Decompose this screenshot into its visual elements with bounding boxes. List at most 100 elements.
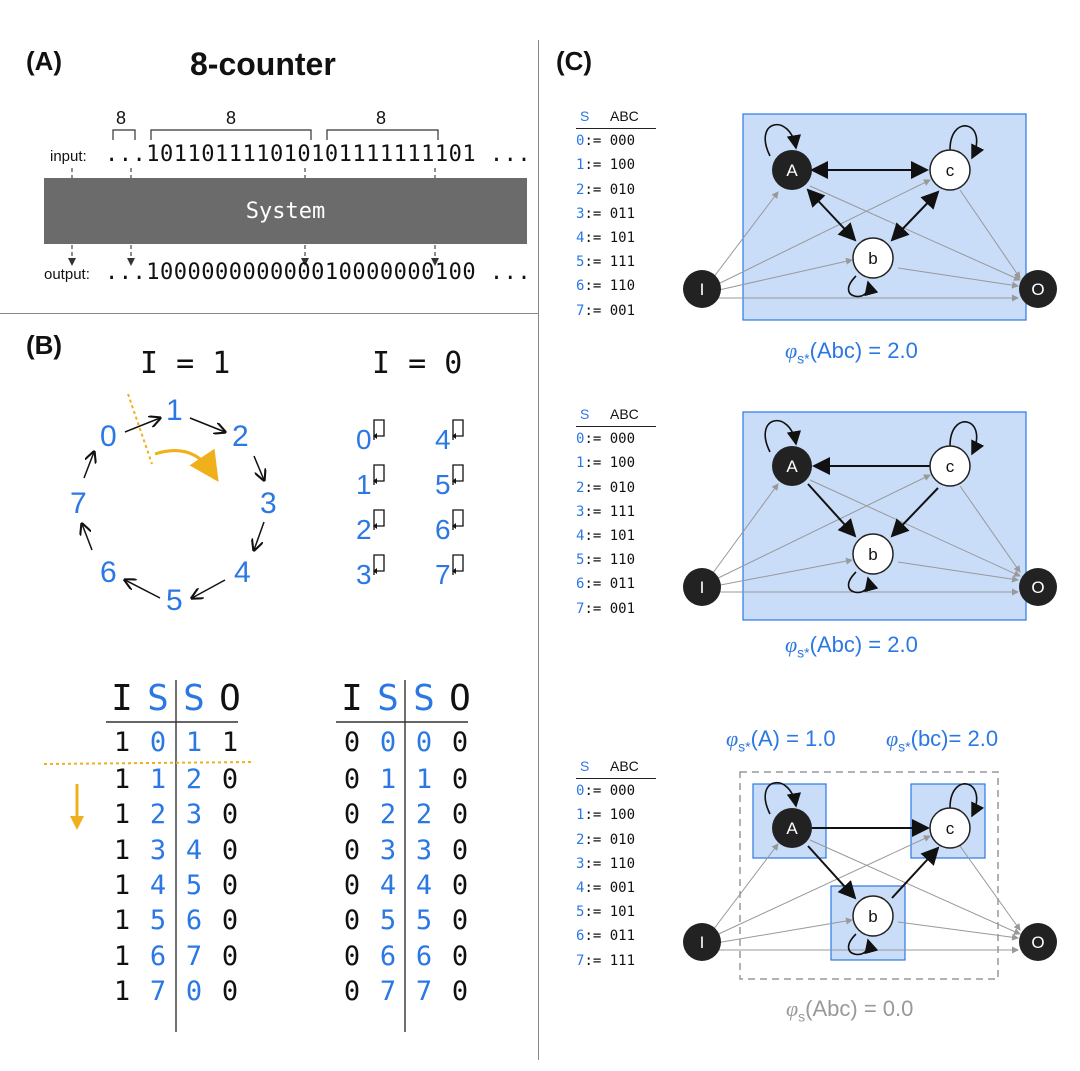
table-cell: 0 [343,905,361,937]
brace-1 [112,129,136,140]
state-table-row: 3:= 111 [576,500,656,524]
state-table-row: 5:= 101 [576,900,656,924]
state-index: 1 [576,807,585,824]
state-header-abc: ABC [610,758,639,774]
state-index: 3 [576,503,585,520]
cycle-state-3: 3 [260,487,277,520]
panel-c-label: (C) [556,46,593,76]
state-index: 4 [576,230,585,247]
table-cell: 0 [451,834,469,866]
brace-3 [326,129,439,140]
cycle-arrow-3-4 [254,521,265,550]
phi-value-3a: φs*(A) = 1.0 [726,726,836,755]
cycle-arrow-0-1 [124,418,160,433]
brace-label-1: 8 [116,108,127,128]
node-c-3 [929,807,971,849]
self-loop-state-3: 3 [356,559,372,590]
brace-label-3: 8 [376,108,387,128]
state-assign: := [584,904,610,921]
state-index: 1 [576,455,585,472]
state-index: 3 [576,855,585,872]
node-c-label-3: c [946,819,955,838]
node-o-3 [1019,923,1057,961]
self-loop-state-1: 1 [356,469,372,500]
table-cell: 0 [451,726,469,758]
node-c-1 [929,149,971,191]
state-header-abc: ABC [610,406,639,422]
node-i-label-1: I [700,280,705,299]
table-cell: 0 [343,726,361,758]
self-loop-arrows [373,419,464,575]
table-cell: 5 [149,905,167,937]
table-header-cell: O [219,677,241,719]
node-a-1 [772,150,812,190]
input-label: input: [50,148,87,165]
node-o-2 [1019,568,1057,606]
state-table-row: 4:= 101 [576,524,656,548]
cycle-arrow-2-3 [253,455,264,480]
state-index: 0 [576,431,585,448]
table-cell: 3 [415,834,433,866]
state-code: 011 [609,928,636,945]
table-cell: 7 [379,975,397,1007]
cycle-state-4: 4 [234,556,251,589]
state-code: 011 [609,205,636,222]
state-assign: := [584,205,610,222]
table-cell: 4 [415,870,433,902]
phi-value-3c: φs(Abc) = 0.0 [786,996,914,1025]
cycle-state-7: 7 [70,487,87,520]
state-index: 5 [576,552,585,569]
table-cell: 1 [113,834,131,866]
state-code: 010 [609,831,636,848]
table-cell: 1 [113,905,131,937]
dashed-system-box-3 [739,771,999,980]
output-bitstring: ...100000000000010000000100 ... [105,260,532,285]
network-diagram-2: A c b I O [683,411,1057,621]
table-header-cell: I [111,677,133,719]
state-table-row: 0:= 000 [576,427,656,451]
state-index: 5 [576,904,585,921]
cycle-arrows [0,393,300,630]
table-cell: 0 [221,834,239,866]
node-b-label-2: b [868,545,877,564]
i0-title: I = 0 [372,346,463,381]
state-code: 001 [609,880,636,897]
state-header-abc: ABC [610,108,639,124]
state-index: 5 [576,254,585,271]
system-label: System [245,198,326,224]
cycle-state-0: 0 [100,420,117,453]
network-diagram-3: A c b I O [683,771,1057,980]
table-cell: 5 [185,870,203,902]
self-loop-state-2: 2 [356,514,372,545]
state-code: 001 [609,302,636,319]
table-cell: 0 [343,834,361,866]
phi-value-3b: φs*(bc)= 2.0 [886,726,999,755]
state-code: 000 [609,133,636,150]
panel-a-label: (A) [26,46,63,76]
state-index: 6 [576,928,585,945]
table-cell: 0 [149,726,167,758]
table-cell: 0 [451,905,469,937]
table-cell: 1 [113,940,131,972]
state-code: 100 [609,455,636,472]
table-cell: 0 [343,764,361,796]
table-lines [43,680,468,1032]
state-table-row: 6:= 011 [576,572,656,596]
panel-a-title: 8-counter [190,46,336,82]
table-cell: 1 [185,726,203,758]
node-a-label-3: A [786,819,798,838]
self-loop-4 [452,419,464,440]
vertical-divider [538,40,539,1060]
table-cell: 0 [451,799,469,831]
table-header-cell: S [377,677,399,719]
system-box-1 [742,113,1027,321]
orange-cut-line-table [43,761,255,765]
